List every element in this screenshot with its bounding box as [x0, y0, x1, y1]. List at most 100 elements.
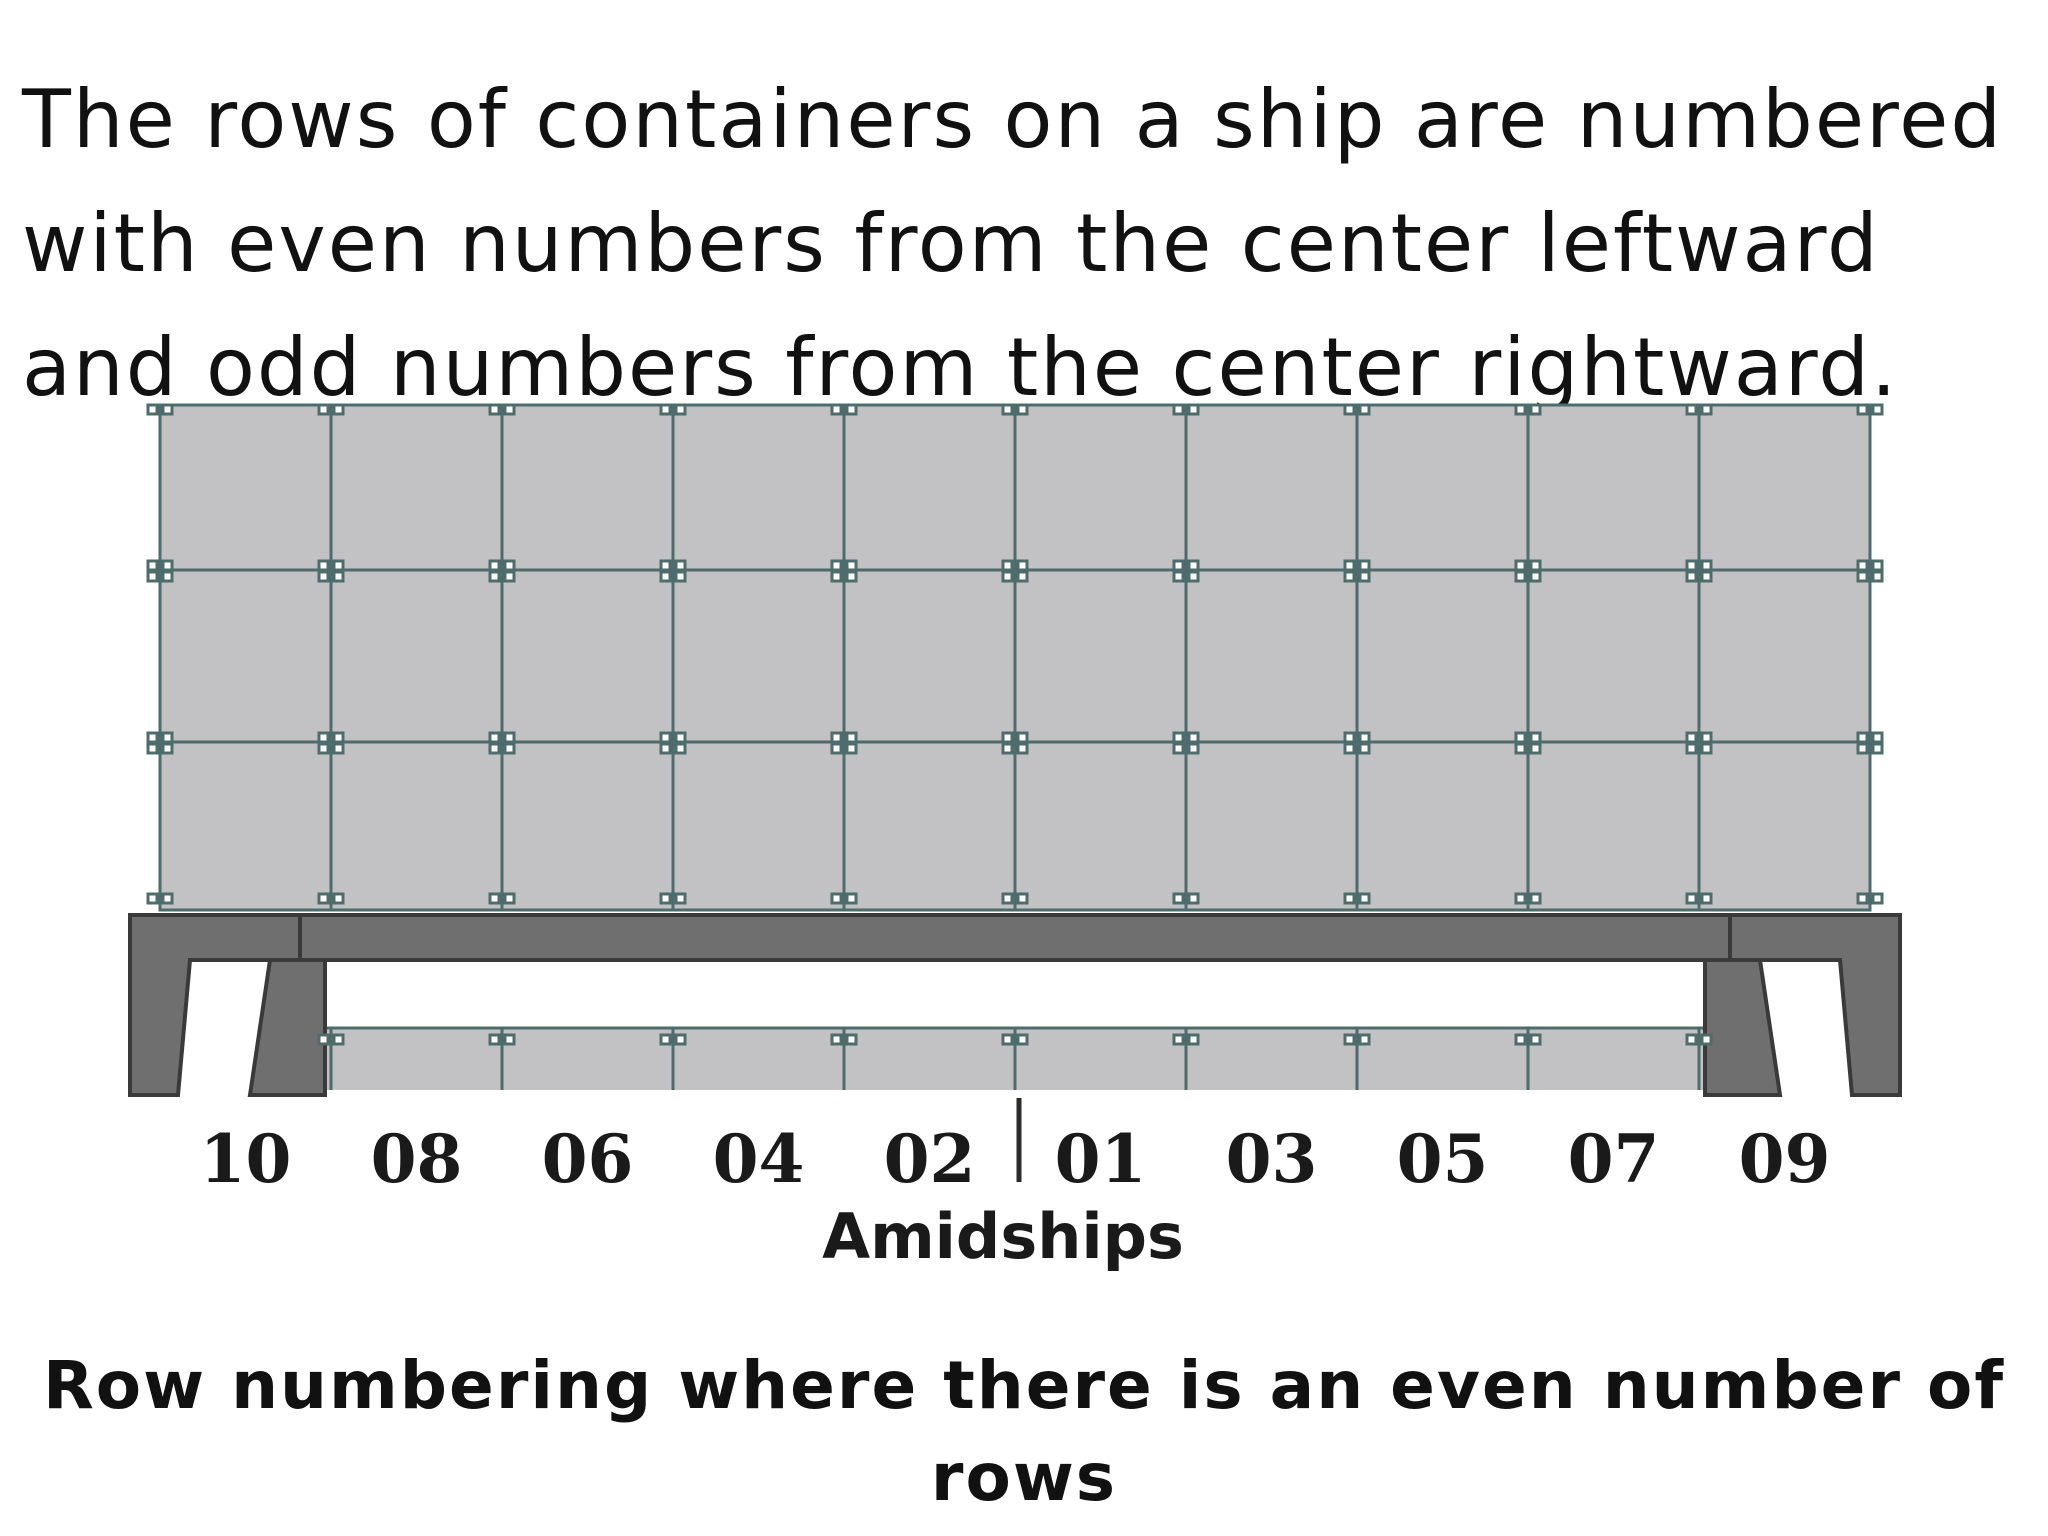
deck-container	[158, 568, 333, 744]
corner-casting	[488, 570, 501, 583]
corner-casting	[332, 731, 345, 744]
row-number-label: 03	[1226, 1120, 1318, 1198]
row-number-label: 05	[1397, 1120, 1489, 1198]
corner-casting	[1871, 570, 1884, 583]
corner-casting	[503, 1033, 516, 1046]
corner-casting	[1700, 559, 1713, 572]
corner-casting	[830, 892, 843, 905]
corner-casting	[332, 403, 345, 416]
corner-casting	[1358, 559, 1371, 572]
deck-container	[1184, 740, 1359, 912]
corner-casting	[1001, 742, 1014, 755]
corner-casting	[1685, 570, 1698, 583]
corner-casting	[1343, 731, 1356, 744]
corner-casting	[1685, 892, 1698, 905]
corner-casting	[317, 892, 330, 905]
corner-casting	[1016, 559, 1029, 572]
corner-casting	[317, 742, 330, 755]
corner-casting	[1001, 559, 1014, 572]
corner-casting	[845, 570, 858, 583]
corner-casting	[503, 892, 516, 905]
row-number-label: 06	[542, 1120, 634, 1198]
corner-casting	[1514, 559, 1527, 572]
corner-casting	[1343, 403, 1356, 416]
corner-casting	[1343, 559, 1356, 572]
corner-casting	[488, 403, 501, 416]
corner-casting	[845, 742, 858, 755]
corner-casting	[1514, 570, 1527, 583]
corner-casting	[488, 1033, 501, 1046]
corner-casting	[1685, 403, 1698, 416]
corner-casting	[1856, 559, 1869, 572]
corner-casting	[1001, 892, 1014, 905]
corner-casting	[1016, 742, 1029, 755]
deck-container	[671, 568, 846, 744]
deck-container	[842, 568, 1017, 744]
corner-casting	[1856, 403, 1869, 416]
port-hold-coaming	[247, 958, 327, 1097]
corner-casting	[830, 570, 843, 583]
corner-casting	[503, 731, 516, 744]
corner-casting	[659, 403, 672, 416]
deck-container	[329, 403, 504, 572]
corner-casting	[503, 403, 516, 416]
corner-casting	[1358, 570, 1371, 583]
corner-casting	[1001, 403, 1014, 416]
corner-casting	[1700, 403, 1713, 416]
corner-casting	[1172, 731, 1185, 744]
deck-container	[1184, 568, 1359, 744]
corner-casting	[161, 559, 174, 572]
corner-casting	[1856, 742, 1869, 755]
corner-casting	[845, 559, 858, 572]
corner-casting	[830, 742, 843, 755]
corner-casting	[146, 570, 159, 583]
row-number-label: 08	[371, 1120, 463, 1198]
corner-casting	[1343, 742, 1356, 755]
corner-casting	[674, 559, 687, 572]
corner-casting	[488, 892, 501, 905]
corner-casting	[1016, 570, 1029, 583]
corner-casting	[1514, 403, 1527, 416]
starboard-hold-coaming	[1703, 958, 1783, 1097]
deck-container	[1013, 568, 1188, 744]
corner-casting	[659, 1033, 672, 1046]
corner-casting	[332, 742, 345, 755]
corner-casting	[659, 742, 672, 755]
corner-casting	[332, 559, 345, 572]
row-number-label: 04	[713, 1120, 805, 1198]
corner-casting	[1016, 403, 1029, 416]
corner-casting	[1358, 403, 1371, 416]
corner-casting	[317, 403, 330, 416]
corner-casting	[830, 559, 843, 572]
corner-casting	[1529, 742, 1542, 755]
corner-casting	[161, 742, 174, 755]
deck-container	[1697, 740, 1872, 912]
corner-casting	[1172, 742, 1185, 755]
deck-container	[1355, 740, 1530, 912]
corner-casting	[1529, 1033, 1542, 1046]
deck-container	[842, 403, 1017, 572]
corner-casting	[1343, 1033, 1356, 1046]
corner-casting	[674, 892, 687, 905]
row-number-label: 02	[884, 1120, 976, 1198]
corner-casting	[1358, 892, 1371, 905]
deck-container	[1355, 403, 1530, 572]
corner-casting	[1016, 731, 1029, 744]
corner-casting	[1700, 892, 1713, 905]
corner-casting	[1343, 892, 1356, 905]
corner-casting	[317, 570, 330, 583]
deck-container	[1526, 568, 1701, 744]
corner-casting	[1529, 403, 1542, 416]
corner-casting	[488, 559, 501, 572]
deck-container	[1355, 568, 1530, 744]
corner-casting	[146, 742, 159, 755]
deck-container	[1697, 403, 1872, 572]
deck-container	[329, 740, 504, 912]
corner-casting	[161, 570, 174, 583]
corner-casting	[488, 731, 501, 744]
corner-casting	[146, 892, 159, 905]
corner-casting	[1016, 1033, 1029, 1046]
corner-casting	[1856, 570, 1869, 583]
